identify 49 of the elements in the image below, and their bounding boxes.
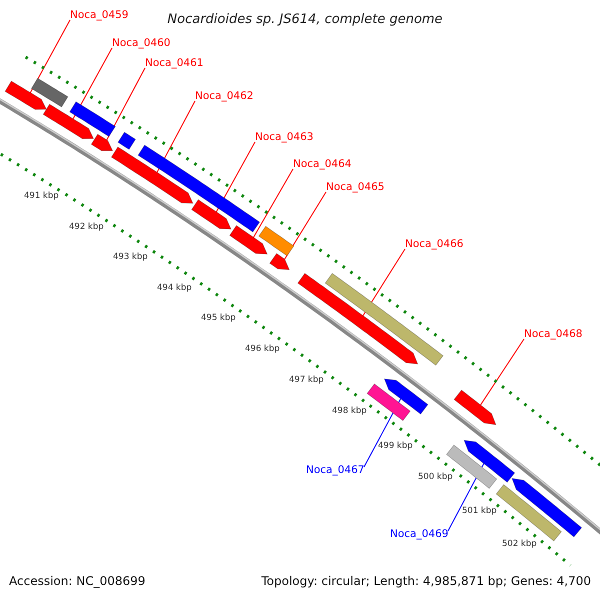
scale-label: 501 kbp bbox=[462, 506, 497, 517]
gene-label: Noca_0462 bbox=[195, 90, 254, 103]
scale-label: 500 kbp bbox=[418, 472, 453, 483]
gene-feature bbox=[4, 80, 47, 110]
scale-label: 496 kbp bbox=[245, 344, 280, 355]
gene-feature bbox=[324, 272, 444, 366]
gene-label: Noca_0467 bbox=[306, 464, 364, 477]
leader-line bbox=[253, 168, 294, 238]
title: Nocardioides sp. JS614, complete genome bbox=[167, 12, 443, 27]
gene-feature bbox=[138, 144, 260, 232]
gene-label: Noca_0459 bbox=[70, 9, 128, 22]
gene-label: Noca_0465 bbox=[326, 181, 384, 194]
gene-feature bbox=[454, 390, 496, 426]
gene-feature bbox=[90, 134, 114, 151]
scale-label: 498 kbp bbox=[332, 406, 367, 417]
gene-feature bbox=[384, 378, 428, 415]
gene-label: Noca_0464 bbox=[293, 158, 352, 171]
scale-label: 492 kbp bbox=[69, 222, 104, 233]
gene-label: Noca_0460 bbox=[112, 37, 170, 50]
gene-feature bbox=[30, 78, 68, 108]
gene-feature bbox=[118, 132, 136, 150]
scale-label: 495 kbp bbox=[201, 313, 236, 324]
scale-label: 502 kbp bbox=[502, 539, 537, 550]
gene-feature bbox=[42, 104, 94, 139]
gene-label: Noca_0463 bbox=[255, 131, 314, 144]
gene-feature bbox=[366, 383, 411, 422]
info-text: Accession: NC_008699 bbox=[9, 575, 146, 588]
gene-label: Noca_0466 bbox=[405, 238, 464, 251]
gene-label: Noca_0461 bbox=[145, 57, 204, 70]
leader-line bbox=[284, 192, 326, 260]
scale-label: 499 kbp bbox=[378, 441, 413, 452]
gene-feature bbox=[269, 253, 290, 270]
info-text: Topology: circular; Length: 4,985,871 bp; Genes: 4,700 bbox=[261, 575, 591, 588]
gene-feature bbox=[496, 484, 562, 542]
gene-feature bbox=[69, 101, 116, 137]
gene-feature bbox=[110, 146, 194, 204]
gene-label: Noca_0469 bbox=[390, 528, 448, 541]
scale-label: 497 kbp bbox=[289, 375, 324, 386]
gene-feature bbox=[512, 478, 582, 538]
leader-line bbox=[480, 338, 524, 406]
gene-label: Noca_0468 bbox=[524, 328, 582, 341]
gene-feature bbox=[191, 199, 232, 230]
gene-feature bbox=[258, 226, 294, 256]
scale-label: 494 kbp bbox=[157, 283, 192, 294]
gene-feature bbox=[464, 440, 516, 483]
scale-label: 493 kbp bbox=[113, 252, 148, 263]
gene-feature bbox=[297, 272, 418, 364]
gene-feature bbox=[229, 225, 268, 254]
scale-label: 491 kbp bbox=[24, 191, 59, 202]
